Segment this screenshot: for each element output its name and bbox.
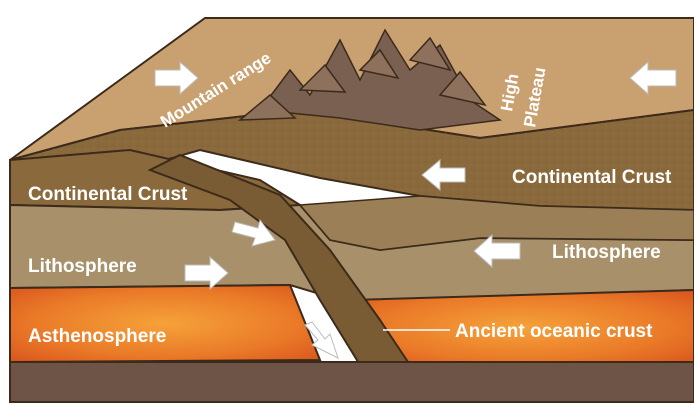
asthenosphere-layer xyxy=(10,285,320,362)
lithosphere-right-label: Lithosphere xyxy=(552,242,661,263)
continental-crust-left-label: Continental Crust xyxy=(28,184,188,205)
ancient-oceanic-crust-label: Ancient oceanic crust xyxy=(455,321,653,342)
base-layer xyxy=(10,362,694,402)
asthenosphere-label: Asthenosphere xyxy=(28,326,166,347)
lithosphere-left-label: Lithosphere xyxy=(28,256,137,277)
continental-crust-right-label: Continental Crust xyxy=(512,167,672,188)
